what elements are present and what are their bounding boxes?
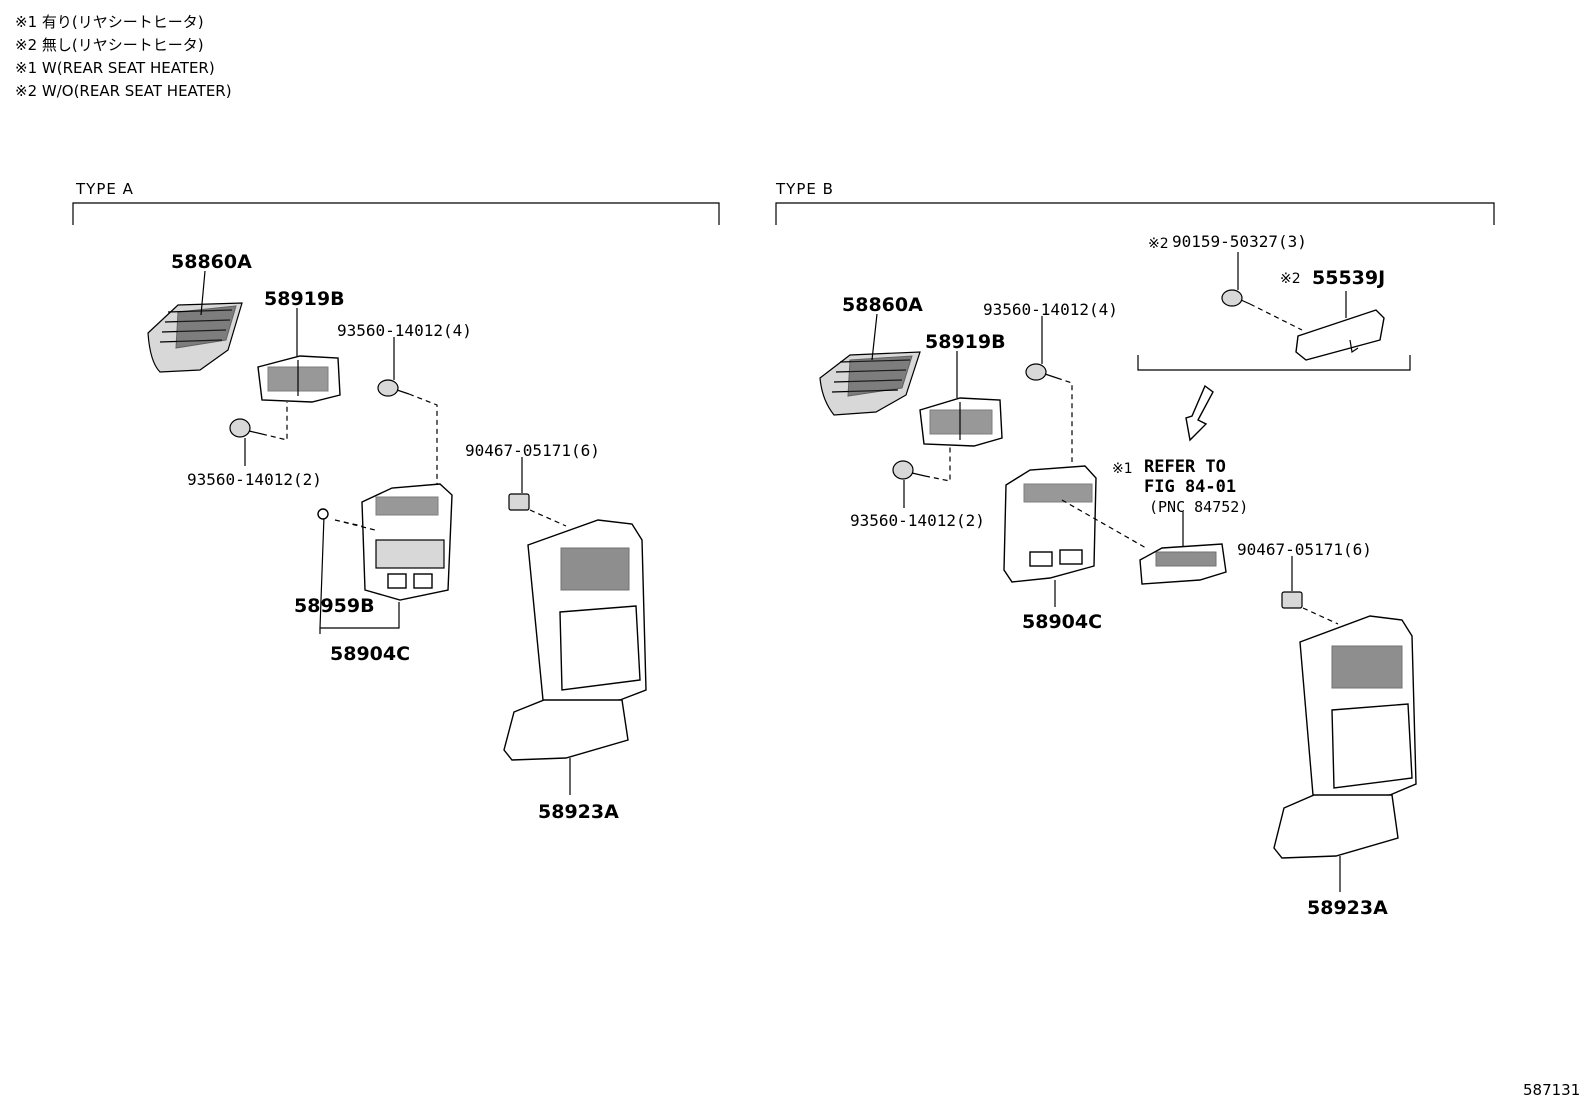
type-a-section: TYPE A 58860A 58919B 93560-14012(4) [72, 180, 720, 823]
type-a-bracket [72, 202, 720, 225]
type-a-panel-58904c [361, 483, 453, 601]
note-2-en: ※2 W/O(REAR SEAT HEATER) [15, 82, 232, 100]
type-b-clip-90467 [1281, 591, 1303, 609]
type-b-vent-58860a [819, 351, 921, 416]
dash-b-clip [1302, 607, 1339, 625]
label-b-58860a: 58860A [842, 294, 923, 316]
label-a-58904c: 58904C [330, 643, 410, 665]
bolt-mark: ※2 [1148, 236, 1169, 252]
type-b-screw-left [892, 460, 926, 480]
dash-b-screw-top [1056, 377, 1073, 462]
type-b-bezel-58919b [919, 397, 1003, 447]
dash-b-bolt [1249, 303, 1303, 331]
p55539j-mark: ※2 [1280, 271, 1301, 287]
notes-block: ※1 有り(リヤシートヒータ) ※2 無し(リヤシートヒータ) ※1 W(REA… [15, 13, 232, 100]
type-a-header: TYPE A [75, 180, 134, 198]
label-b-58923a: 58923A [1307, 897, 1388, 919]
dash-b-screw-left [924, 446, 951, 482]
leader-b-58860a [871, 313, 878, 361]
down-arrow-icon [1185, 384, 1214, 442]
label-b-screw-left: 93560-14012(2) [850, 511, 985, 530]
type-b-sub-bracket [1137, 355, 1411, 371]
label-a-screw-top: 93560-14012(4) [337, 321, 472, 340]
label-b-58904c: 58904C [1022, 611, 1102, 633]
type-a-screw-left [229, 418, 263, 438]
type-a-vent-58860a [147, 302, 243, 373]
type-a-bezel-58919b [257, 355, 341, 403]
type-b-panel-58904c [1003, 465, 1097, 583]
label-b-bolt: 90159-50327(3) [1172, 232, 1307, 251]
note-1-jp: ※1 有り(リヤシートヒータ) [15, 13, 204, 31]
type-b-bracket [775, 202, 1495, 225]
label-a-58923a: 58923A [538, 801, 619, 823]
dash-a-clip [529, 509, 567, 527]
label-b-55539j: 55539J [1312, 267, 1385, 289]
figure-number: 587131 [1523, 1081, 1580, 1099]
type-b-heater-switch [1139, 543, 1227, 585]
dash-a-screw-top [408, 393, 438, 485]
type-b-header: TYPE B [775, 180, 834, 198]
refer-line-3: (PNC 84752) [1149, 498, 1248, 516]
type-a-clip-90467 [508, 493, 530, 511]
refer-line-2: FIG 84-01 [1144, 477, 1236, 497]
label-a-clip: 90467-05171(6) [465, 441, 600, 460]
label-a-screw-left: 93560-14012(2) [187, 470, 322, 489]
label-b-58919b: 58919B [925, 331, 1006, 353]
label-a-58919b: 58919B [264, 288, 345, 310]
label-a-58959b: 58959B [294, 595, 375, 617]
dash-a-screw-left [261, 402, 288, 441]
label-a-58860a: 58860A [171, 251, 252, 273]
note-1-en: ※1 W(REAR SEAT HEATER) [15, 59, 215, 77]
dash-a-58959b [334, 519, 376, 531]
dash-b-switch [1061, 499, 1147, 549]
leader-a-58904c [319, 515, 400, 629]
label-b-screw-top: 93560-14012(4) [983, 300, 1118, 319]
label-b-clip: 90467-05171(6) [1237, 540, 1372, 559]
leader-a-58860a [200, 270, 206, 316]
refer-mark: ※1 [1112, 461, 1133, 477]
type-a-clip-58959b [317, 508, 329, 520]
type-a-console-58923a [503, 519, 647, 761]
note-2-jp: ※2 無し(リヤシートヒータ) [15, 36, 204, 54]
type-b-screw-top [1025, 363, 1058, 381]
type-b-console-58923a [1273, 615, 1417, 859]
type-b-section: TYPE B 58860A 58919B 93560-14012(4) [775, 180, 1495, 919]
type-b-bolt-90159 [1221, 289, 1251, 307]
refer-line-1: REFER TO [1144, 457, 1226, 477]
type-b-cover-55539j [1295, 309, 1385, 361]
type-a-screw-top [377, 379, 410, 397]
